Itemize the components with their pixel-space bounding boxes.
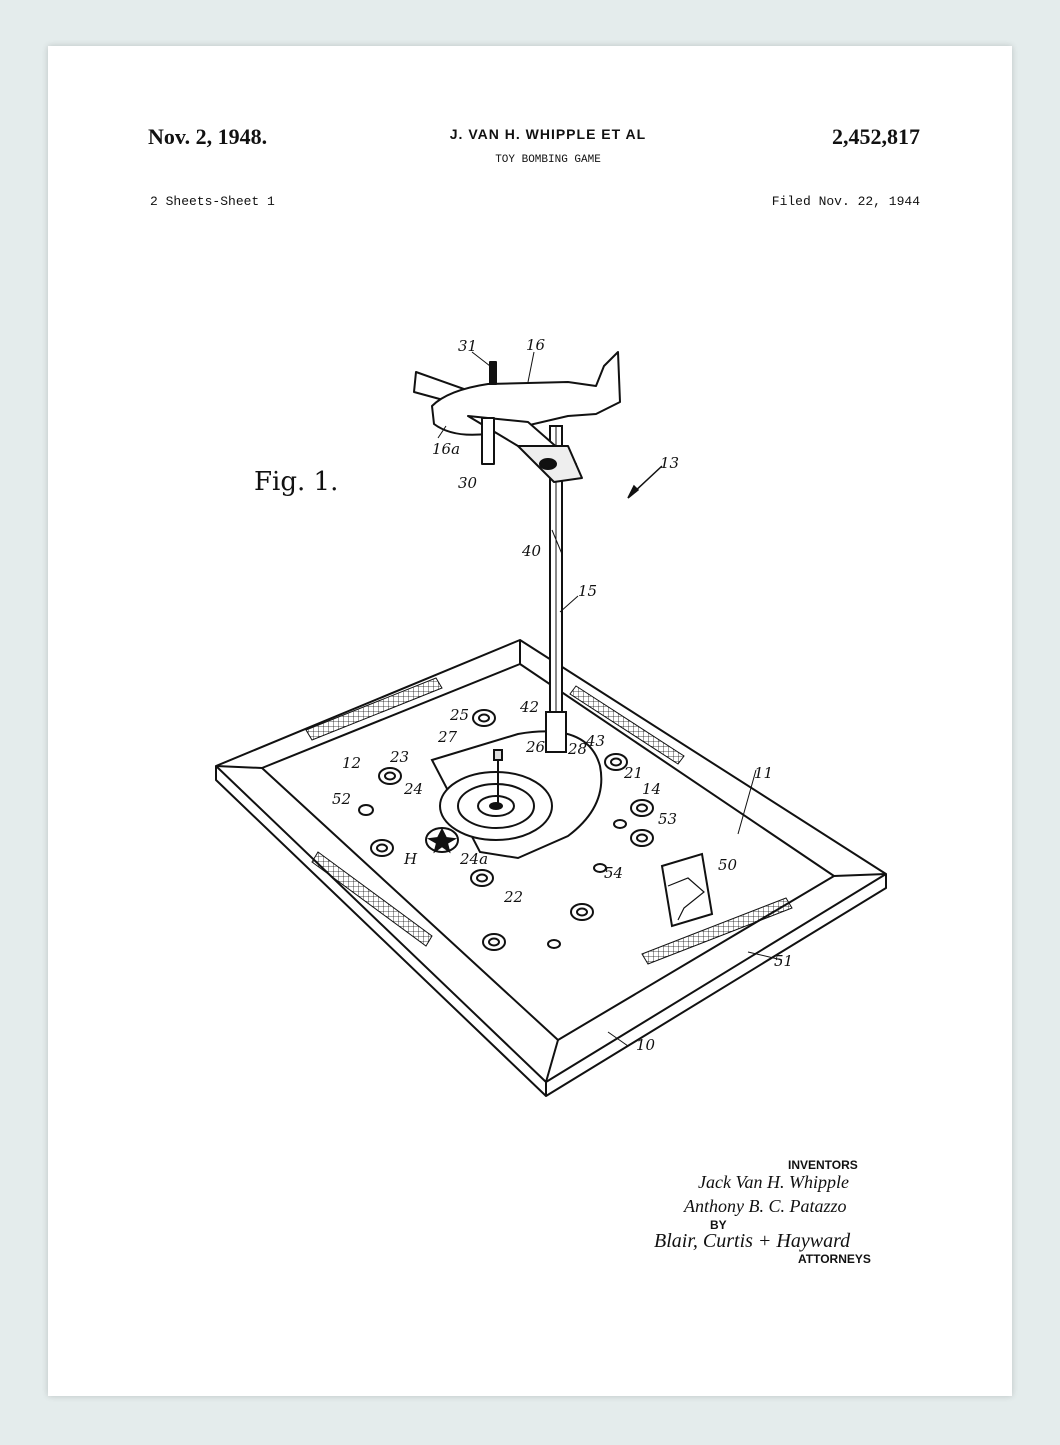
ref-10: 10 xyxy=(636,1036,656,1054)
pole xyxy=(545,425,567,753)
ref-11: 11 xyxy=(754,764,773,782)
target-circle xyxy=(630,799,654,817)
sheet-count: 2 Sheets-Sheet 1 xyxy=(150,194,275,209)
patent-date: Nov. 2, 1948. xyxy=(148,124,268,149)
target-circle xyxy=(482,933,506,951)
patent-number: 2,452,817 xyxy=(832,124,920,149)
attorney-signature: Blair, Curtis + Hayward xyxy=(654,1230,851,1252)
by-label: BY xyxy=(710,1218,727,1232)
star-emblem xyxy=(425,827,459,854)
figure-label: Fig. 1. xyxy=(254,467,338,497)
inventor-name-2: Anthony B. C. Patazzo xyxy=(684,1196,847,1216)
target-circle xyxy=(604,753,628,771)
ref-16a: 16a xyxy=(432,440,460,458)
airplane xyxy=(413,351,621,483)
target-circle xyxy=(370,839,394,857)
ref-54: 54 xyxy=(604,864,623,882)
grid-zone-left xyxy=(311,851,433,947)
inventor-header: J. VAN H. WHIPPLE ET AL xyxy=(449,126,647,142)
ref-15: 15 xyxy=(578,582,597,600)
ref-21: 21 xyxy=(623,764,643,782)
target-circle xyxy=(470,869,494,887)
patent-sheet: Nov. 2, 1948. J. VAN H. WHIPPLE ET AL 2,… xyxy=(48,46,1012,1396)
ref-27: 27 xyxy=(437,728,458,746)
target-circles xyxy=(358,709,654,951)
target-circle xyxy=(570,903,594,921)
ref-14: 14 xyxy=(642,780,661,798)
ref-26: 26 xyxy=(525,738,546,756)
small-hole xyxy=(547,939,561,949)
ref-22: 22 xyxy=(503,888,523,906)
card xyxy=(660,852,714,928)
filed-date: Filed Nov. 22, 1944 xyxy=(771,194,920,209)
ref-28: 28 xyxy=(567,740,587,758)
ref-50: 50 xyxy=(718,856,738,874)
ref-24: 24 xyxy=(403,780,423,798)
grid-zone-bottom xyxy=(641,897,793,965)
arrow-13 xyxy=(627,465,663,499)
small-hole xyxy=(358,804,374,816)
small-hole xyxy=(593,863,607,873)
ref-40: 40 xyxy=(521,542,542,560)
ref-53: 53 xyxy=(658,810,677,828)
ref-30: 30 xyxy=(458,474,478,492)
patent-title: TOY BOMBING GAME xyxy=(495,154,601,166)
ref-25: 25 xyxy=(449,706,469,724)
inventors-heading: INVENTORS xyxy=(788,1158,858,1172)
grid-zone-top-right xyxy=(569,685,685,765)
center-apparatus xyxy=(430,730,603,860)
ref-12-left: 12 xyxy=(342,754,361,772)
ref-16: 16 xyxy=(526,336,546,354)
ref-51: 51 xyxy=(774,952,793,970)
ref-43: 43 xyxy=(585,732,605,750)
ref-31: 31 xyxy=(458,337,477,355)
target-circle xyxy=(630,829,654,847)
ref-42: 42 xyxy=(519,698,539,716)
patent-drawing: Fig. 1. 31 16 16a 30 13 40 15 42 43 25 2… xyxy=(215,336,887,1097)
ref-H: H xyxy=(403,850,418,868)
ref-24a: 24a xyxy=(459,850,488,868)
attorneys-heading: ATTORNEYS xyxy=(798,1252,871,1266)
grid-zone-top-left xyxy=(305,677,443,741)
ref-52-left: 52 xyxy=(332,790,351,808)
inventor-name-1: Jack Van H. Whipple xyxy=(698,1172,849,1192)
target-circle xyxy=(472,709,496,727)
ref-23: 23 xyxy=(389,748,409,766)
small-hole xyxy=(613,819,627,829)
target-circle xyxy=(378,767,402,785)
ref-13: 13 xyxy=(660,454,679,472)
